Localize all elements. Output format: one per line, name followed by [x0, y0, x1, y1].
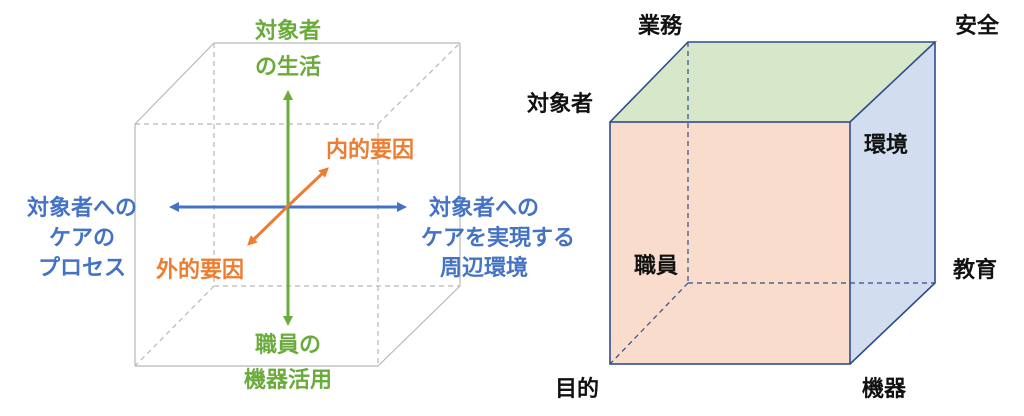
cube-edge — [377, 285, 461, 367]
diagonal-axis — [247, 167, 329, 246]
side-label-upper: 環境 — [864, 132, 908, 158]
axis-top-label-line1: 対象者 — [255, 18, 321, 44]
axis-bottom-label-line2: 機器活用 — [244, 368, 332, 393]
lower-left-arrow — [247, 204, 290, 246]
corner-label-right-lower: 教育 — [953, 257, 997, 283]
axis-bottom-label-line1: 職員の — [255, 332, 321, 358]
front-face-border — [609, 121, 851, 365]
axis-left-label-line2: ケアの — [49, 226, 115, 251]
corner-label-bottom-front-right: 機器 — [862, 377, 907, 402]
right-cube — [609, 41, 938, 365]
front-face-label: 職員 — [634, 253, 678, 279]
axis-left-label-line1: 対象者への — [27, 195, 137, 221]
upper-right-arrow — [286, 167, 329, 208]
axis-top-label-line2: の生活 — [255, 55, 321, 80]
cube-hidden-edge — [377, 42, 461, 125]
cube-hidden-edge — [609, 282, 689, 365]
axis-right-label-line2: ケアを実現する — [421, 225, 575, 251]
top-face-border — [609, 41, 938, 123]
corner-label-bottom-front-left: 目的 — [555, 376, 599, 402]
axis-left-label-line3: プロセス — [38, 256, 126, 281]
axis-diagonal-lower-label: 外的要因 — [156, 257, 244, 283]
axis-diagonal-upper-label: 内的要因 — [326, 137, 414, 163]
axis-right-label-line1: 対象者への — [429, 195, 539, 221]
axis-right-label-line3: 周辺環境 — [440, 255, 528, 281]
left-cube — [134, 42, 461, 367]
corner-label-top-back-right: 安全 — [955, 13, 1000, 39]
cube-edge — [134, 42, 215, 125]
cube-hidden-edge — [134, 285, 215, 367]
top-face — [610, 42, 935, 122]
side-face-border — [849, 42, 936, 365]
corner-label-top-front-left: 対象者 — [527, 91, 593, 117]
corner-label-top-back-left: 業務 — [638, 13, 683, 39]
front-face — [610, 122, 850, 364]
